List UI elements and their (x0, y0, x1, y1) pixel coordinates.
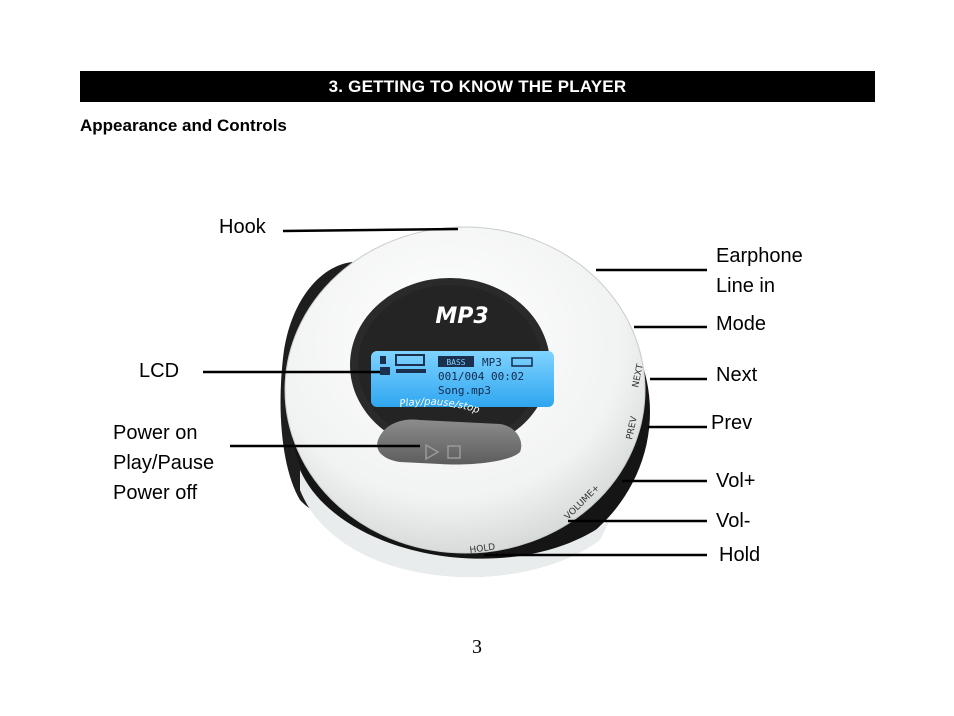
callout-hold: Hold (719, 544, 761, 566)
svg-text:NEXT: NEXT (631, 363, 646, 389)
callout-power-on: Power on (113, 422, 198, 444)
section-title: 3. GETTING TO KNOW THE PLAYER (328, 76, 627, 96)
page-number: 3 (472, 636, 482, 658)
callout-play-pause: Play/Pause (113, 452, 215, 474)
callout-vol-minus: Vol- (716, 510, 751, 532)
callout-power-off: Power off (113, 482, 198, 504)
svg-text:BASS: BASS (446, 358, 465, 367)
callout-earphone: Earphone (716, 245, 803, 267)
mp3-logo: MP3 (435, 304, 488, 329)
svg-text:PREV: PREV (625, 415, 640, 441)
svg-text:Song.mp3: Song.mp3 (438, 384, 491, 397)
callout-hook: Hook (219, 216, 266, 238)
callout-line-in: Line in (716, 275, 775, 297)
section-header: 3. GETTING TO KNOW THE PLAYER (80, 71, 875, 102)
callout-mode: Mode (716, 313, 767, 335)
callout-next: Next (716, 364, 758, 386)
callout-vol-plus: Vol+ (716, 470, 756, 492)
callout-prev: Prev (711, 412, 753, 434)
subheading: Appearance and Controls (80, 116, 287, 135)
play-button (377, 419, 522, 465)
callout-lines (203, 227, 707, 557)
callout-lcd: LCD (139, 360, 180, 382)
svg-text:001/004 00:02: 001/004 00:02 (438, 370, 524, 383)
svg-text:MP3: MP3 (482, 356, 502, 369)
svg-text:HOLD: HOLD (469, 542, 496, 556)
